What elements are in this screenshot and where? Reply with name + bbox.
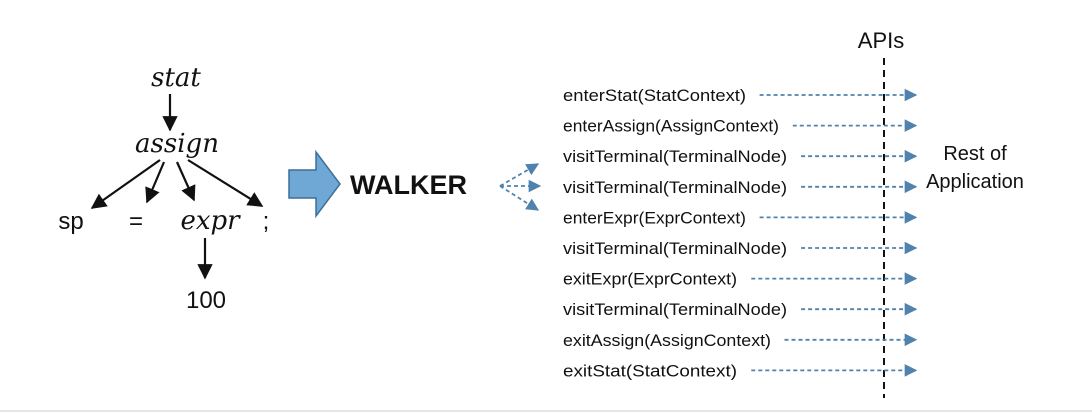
event-label: exitExpr(ExprContext) <box>563 270 737 289</box>
tree-node-assign: assign <box>135 129 219 159</box>
event-list: enterStat(StatContext) enterAssign(Assign… <box>563 86 918 380</box>
tree-leaf-sp: sp <box>58 208 83 235</box>
bottom-divider <box>0 410 1092 412</box>
edge-assign-sp <box>90 159 161 209</box>
event-label: visitTerminal(TerminalNode) <box>563 239 787 258</box>
walker-block-arrow <box>288 149 341 219</box>
tree-leaf-100: 100 <box>186 287 226 314</box>
tree-leaf-equals: = <box>129 208 143 235</box>
walker-fanout <box>499 163 542 211</box>
apis-label: APIs <box>858 28 904 53</box>
fanout-arrow-up <box>499 163 540 187</box>
event-label: visitTerminal(TerminalNode) <box>563 147 787 166</box>
event-label: exitAssign(AssignContext) <box>563 331 771 350</box>
event-label: enterStat(StatContext) <box>563 86 746 105</box>
edge-assign-eq <box>145 161 166 204</box>
tree-node-expr: expr <box>180 206 241 236</box>
rest-of-label-line2: Application <box>926 171 1024 193</box>
rest-of-label-line1: Rest of <box>943 143 1007 165</box>
event-label: exitStat(StatContext) <box>563 361 737 380</box>
event-label: enterExpr(ExprContext) <box>563 208 746 227</box>
event-label: enterAssign(AssignContext) <box>563 117 779 136</box>
walker-label: WALKER <box>350 170 467 200</box>
edge-assign-expr <box>175 161 196 202</box>
event-label: visitTerminal(TerminalNode) <box>563 300 787 319</box>
fanout-arrow-down <box>499 185 540 211</box>
edge-assign-semi <box>187 159 264 207</box>
parse-tree: stat assign sp = expr ; 100 <box>58 63 269 314</box>
tree-leaf-semicolon: ; <box>263 208 270 235</box>
event-label: visitTerminal(TerminalNode) <box>563 178 787 197</box>
tree-node-stat: stat <box>151 63 201 93</box>
